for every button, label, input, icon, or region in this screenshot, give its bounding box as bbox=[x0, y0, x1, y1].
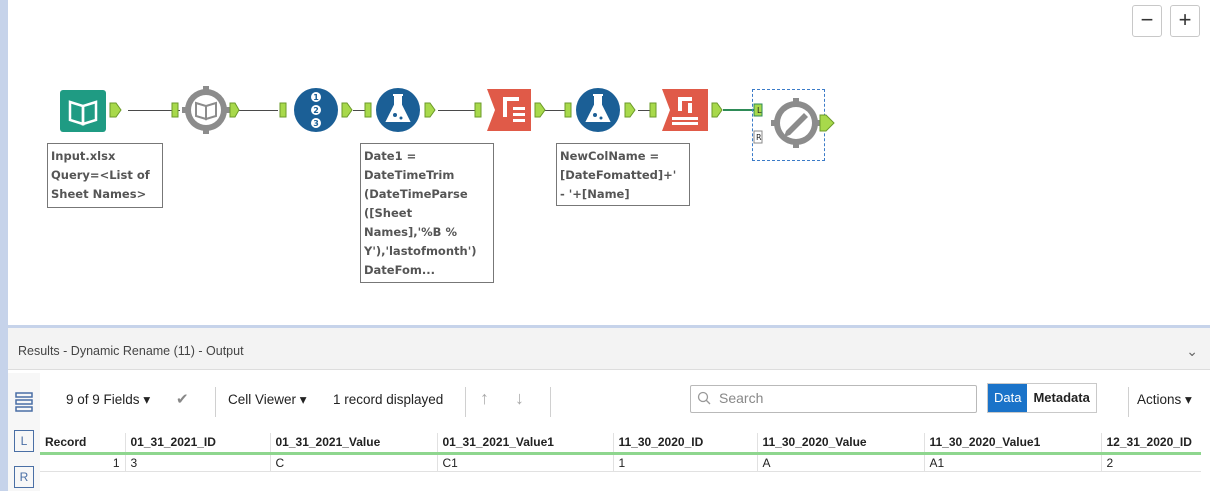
input-annotation: Input.xlsx Query=<List of Sheet Names> bbox=[47, 143, 163, 208]
table-cell[interactable]: 2 bbox=[1100, 453, 1201, 472]
table-cell[interactable]: A bbox=[756, 453, 924, 472]
formula-annotation: Date1 = DateTimeTrim (DateTimeParse ([Sh… bbox=[360, 143, 494, 283]
connection-wire[interactable] bbox=[438, 110, 480, 111]
table-row[interactable]: 1 3 C C1 1 A A1 2 bbox=[40, 453, 1201, 472]
cross-tab-icon[interactable] bbox=[648, 85, 728, 138]
search-icon bbox=[697, 391, 711, 408]
dynamic-input-icon[interactable] bbox=[168, 85, 243, 138]
list-view-icon[interactable] bbox=[14, 391, 34, 416]
results-grid: Record 01_31_2021_ID 01_31_2021_Value 01… bbox=[40, 433, 1210, 472]
svg-text:2: 2 bbox=[313, 106, 319, 115]
table-cell[interactable]: C1 bbox=[436, 453, 613, 472]
connection-wire[interactable] bbox=[723, 109, 755, 111]
connection-wire[interactable] bbox=[236, 110, 278, 111]
results-header: Results - Dynamic Rename (11) - Output ⌄ bbox=[8, 328, 1210, 370]
table-cell[interactable]: 3 bbox=[124, 453, 270, 472]
svg-text:3: 3 bbox=[313, 119, 319, 128]
arrow-up-icon[interactable]: ↑ bbox=[480, 388, 489, 408]
arrow-down-icon[interactable]: ↓ bbox=[515, 388, 524, 408]
input-data-icon[interactable] bbox=[58, 88, 128, 137]
workflow-canvas[interactable]: − + bbox=[8, 0, 1210, 325]
right-input-icon[interactable]: R bbox=[14, 466, 34, 488]
fields-dropdown[interactable]: 9 of 9 Fields ▾ bbox=[66, 392, 151, 407]
separator bbox=[1128, 387, 1129, 417]
column-header[interactable]: 01_31_2021_Value1 bbox=[436, 433, 613, 455]
record-id-icon[interactable]: 1 2 3 bbox=[276, 85, 356, 138]
right-anchor-label: R bbox=[756, 133, 762, 142]
column-header[interactable]: 11_30_2020_Value bbox=[756, 433, 924, 455]
chevron-down-icon: ▾ bbox=[1185, 392, 1192, 407]
formula-icon[interactable] bbox=[563, 85, 643, 138]
separator bbox=[465, 387, 466, 417]
metadata-tab[interactable]: Metadata bbox=[1033, 390, 1090, 405]
checkmark-icon[interactable]: ✔ bbox=[176, 391, 189, 408]
canvas-left-border bbox=[0, 0, 8, 491]
column-header[interactable]: 11_30_2020_ID bbox=[612, 433, 757, 455]
connection-wire[interactable] bbox=[128, 110, 180, 111]
separator bbox=[215, 387, 216, 417]
zoom-in-button[interactable]: + bbox=[1170, 5, 1200, 37]
table-header-row: Record 01_31_2021_ID 01_31_2021_Value 01… bbox=[40, 433, 1201, 455]
column-header[interactable]: 11_30_2020_Value1 bbox=[923, 433, 1101, 455]
zoom-out-button[interactable]: − bbox=[1132, 5, 1162, 37]
column-header[interactable]: Record bbox=[40, 433, 125, 455]
view-toggle: Data Metadata bbox=[987, 383, 1097, 413]
connection-wire[interactable] bbox=[353, 110, 365, 111]
dynamic-rename-icon[interactable]: L R bbox=[752, 89, 835, 161]
chevron-down-icon[interactable]: ⌄ bbox=[1186, 343, 1198, 359]
table-cell[interactable]: C bbox=[269, 453, 437, 472]
connection-wire[interactable] bbox=[638, 110, 650, 111]
table-cell[interactable]: 1 bbox=[40, 453, 125, 472]
data-tab[interactable]: Data bbox=[988, 384, 1028, 412]
results-panel: Results - Dynamic Rename (11) - Output ⌄… bbox=[8, 325, 1210, 491]
actions-dropdown[interactable]: Actions ▾ bbox=[1137, 392, 1192, 407]
svg-text:1: 1 bbox=[313, 93, 319, 102]
chevron-down-icon: ▾ bbox=[299, 392, 307, 407]
records-displayed-label: 1 record displayed bbox=[333, 392, 444, 407]
table-cell[interactable]: A1 bbox=[923, 453, 1101, 472]
left-input-icon[interactable]: L bbox=[14, 430, 34, 452]
left-anchor-label: L bbox=[757, 106, 762, 115]
column-header[interactable]: 01_31_2021_ID bbox=[124, 433, 270, 455]
chevron-down-icon: ▾ bbox=[143, 392, 151, 407]
table-cell[interactable]: 1 bbox=[612, 453, 757, 472]
separator bbox=[550, 387, 551, 417]
formula-annotation: NewColName = [DateFomatted]+' - '+[Name] bbox=[556, 143, 690, 206]
results-side-toolbar: L R bbox=[8, 373, 40, 491]
cell-viewer-dropdown[interactable]: Cell Viewer ▾ bbox=[228, 392, 307, 407]
formula-icon[interactable] bbox=[363, 85, 443, 138]
search-input[interactable]: Search bbox=[690, 385, 977, 413]
connection-wire[interactable] bbox=[543, 110, 565, 111]
transpose-icon[interactable] bbox=[473, 85, 548, 138]
results-title: Results - Dynamic Rename (11) - Output bbox=[18, 344, 244, 358]
results-toolbar: 9 of 9 Fields ▾ ✔ Cell Viewer ▾ 1 record… bbox=[40, 373, 1210, 428]
column-header[interactable]: 01_31_2021_Value bbox=[269, 433, 437, 455]
column-header[interactable]: 12_31_2020_ID bbox=[1100, 433, 1201, 455]
